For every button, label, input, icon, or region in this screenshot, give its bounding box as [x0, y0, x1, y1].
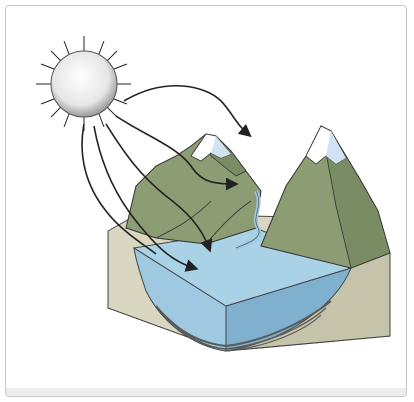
- diagram-frame: [5, 5, 407, 397]
- right-mountain: [261, 126, 390, 268]
- ray-1: [124, 86, 248, 134]
- left-mountain: [126, 134, 261, 244]
- frame-footer: [6, 388, 406, 396]
- sun-icon: [36, 36, 131, 131]
- water-cycle-diagram: [6, 6, 407, 397]
